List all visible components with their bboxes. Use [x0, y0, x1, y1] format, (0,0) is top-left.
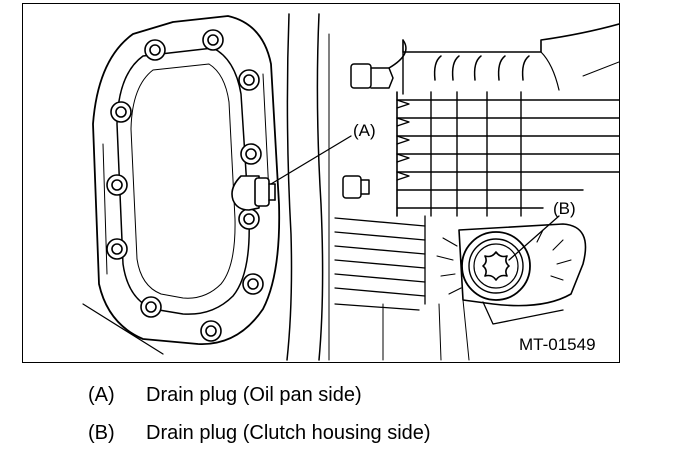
leader-line-a — [270, 135, 352, 185]
legend-key: (B) — [88, 422, 115, 444]
callout-a-label: (A) — [353, 121, 376, 140]
lower-ribs — [334, 215, 470, 361]
legend-item: (A) Drain plug (Oil pan side) — [88, 384, 431, 422]
pan-bolts — [106, 29, 264, 342]
legend-key: (A) — [88, 384, 115, 406]
bolt-icon — [238, 69, 260, 91]
bolt-icon — [242, 273, 264, 295]
bolt-icon — [144, 39, 166, 61]
housing-edge — [286, 13, 330, 361]
diagram-figure: (A) (B) MT-01549 — [22, 3, 620, 363]
cooling-ribs — [396, 91, 619, 217]
bolt-icon — [202, 29, 224, 51]
legend: (A) Drain plug (Oil pan side) (B) Drain … — [88, 384, 431, 460]
splash-lines — [436, 229, 572, 295]
transmission-illustration: (A) (B) MT-01549 — [82, 13, 619, 361]
figure-id: MT-01549 — [519, 335, 596, 354]
transmission-case — [334, 23, 619, 361]
legend-item: (B) Drain plug (Clutch housing side) — [88, 422, 431, 460]
legend-text: Drain plug (Clutch housing side) — [146, 422, 431, 444]
leader-line-b — [508, 215, 560, 261]
bolt-icon — [106, 238, 128, 260]
drain-plug-b — [436, 223, 587, 325]
bolt-icon — [106, 174, 128, 196]
bolt-icon — [110, 101, 132, 123]
callout-b-label: (B) — [553, 199, 576, 218]
bolt-icon — [240, 143, 262, 165]
bolt-icon — [140, 296, 162, 318]
legend-text: Drain plug (Oil pan side) — [146, 384, 362, 406]
bolt-icon — [200, 320, 222, 342]
drain-plug-a — [231, 175, 276, 211]
bolt-icon — [238, 208, 260, 230]
torx-socket-icon — [482, 251, 510, 281]
